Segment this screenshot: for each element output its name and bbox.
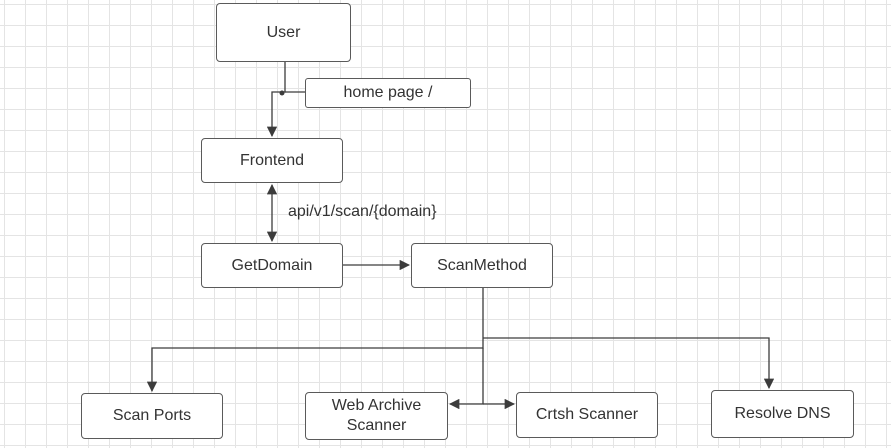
edge-label-home-page: home page /	[305, 78, 471, 108]
edge-scanmethod-webarchive	[448, 348, 484, 410]
node-scan-ports[interactable]: Scan Ports	[81, 393, 223, 439]
node-getdomain[interactable]: GetDomain	[201, 243, 343, 288]
node-web-archive-scanner[interactable]: Web Archive Scanner	[305, 392, 448, 440]
edge-user-frontend	[266, 62, 286, 138]
edge-label-api-scan: api/v1/scan/{domain}	[288, 203, 437, 220]
node-frontend[interactable]: Frontend	[201, 138, 343, 183]
edge-junction-dot	[279, 90, 285, 96]
node-crtsh-scanner[interactable]: Crtsh Scanner	[516, 392, 658, 438]
node-resolve-dns[interactable]: Resolve DNS	[711, 390, 854, 438]
node-scanmethod[interactable]: ScanMethod	[411, 243, 553, 288]
edge-scanmethod-scanports	[146, 288, 484, 393]
node-user[interactable]: User	[216, 3, 351, 62]
edge-scanmethod-resolvedns	[483, 337, 775, 390]
